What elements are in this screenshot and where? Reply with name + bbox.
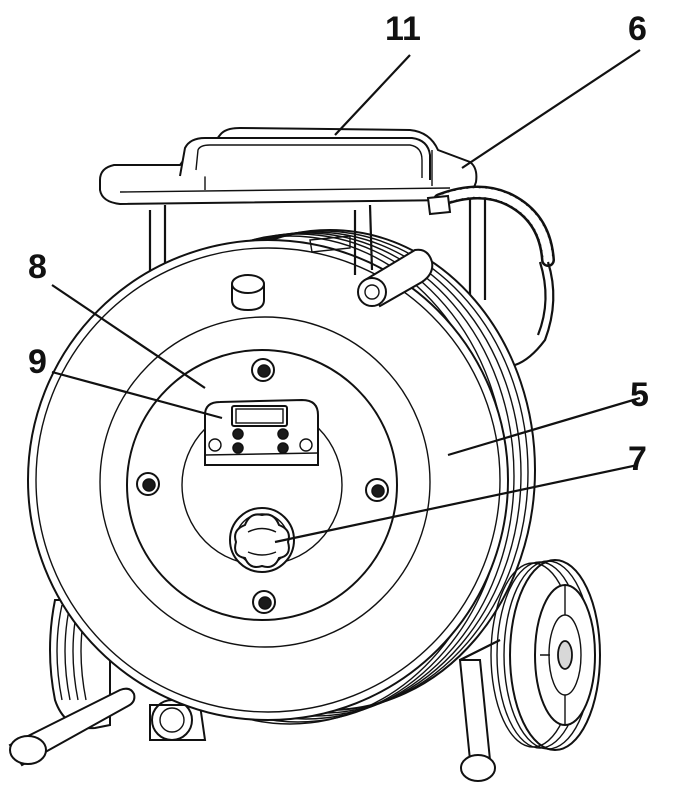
control-panel xyxy=(204,398,319,466)
callout-6: 6 xyxy=(628,10,647,48)
stand xyxy=(8,639,501,782)
callout-7: 7 xyxy=(628,440,647,478)
plate-pin xyxy=(231,274,265,312)
callout-5: 5 xyxy=(630,376,649,414)
guide-roller xyxy=(309,204,434,308)
leader-lines xyxy=(51,49,641,544)
handle xyxy=(99,126,478,206)
hub-bolts xyxy=(136,358,389,614)
cable-hose xyxy=(426,185,555,367)
crank-knob xyxy=(229,507,295,573)
hub-plate xyxy=(126,349,398,621)
callout-9: 9 xyxy=(28,343,47,381)
callout-11: 11 xyxy=(385,10,421,48)
callout-8: 8 xyxy=(28,248,47,286)
right-wheel xyxy=(490,559,601,751)
